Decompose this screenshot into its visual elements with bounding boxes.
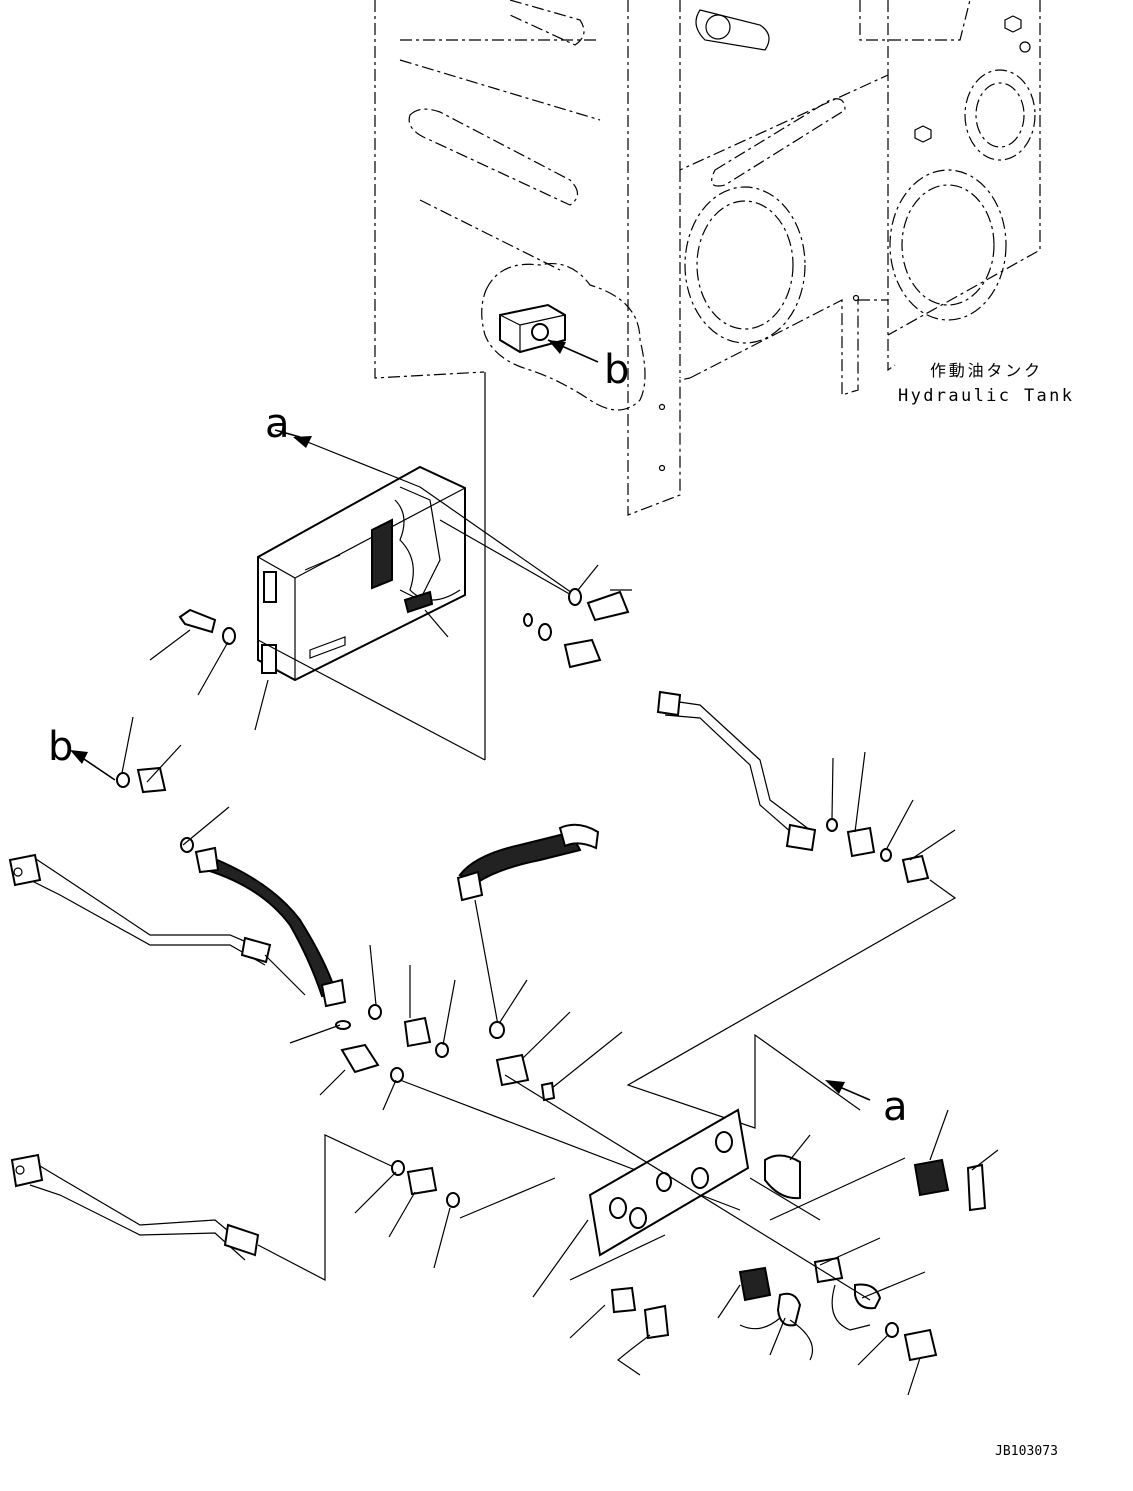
- tank-label-en: Hydraulic Tank: [898, 386, 1072, 406]
- ref-a-top: a: [265, 401, 290, 447]
- hydraulic-lines: [8, 690, 817, 1281]
- fittings-right-upper: [626, 751, 957, 1129]
- fittings-left: [70, 716, 741, 1269]
- ref-b-left: b: [48, 724, 73, 770]
- port-detail-bubble: [481, 263, 646, 411]
- ref-a-bottom: a: [883, 1084, 908, 1130]
- connector-plate: [459, 1074, 999, 1396]
- hydraulic-tank-outline: [374, 0, 1041, 516]
- bracket-bolts: [149, 564, 632, 731]
- tank-label-jp: 作動油タンク: [930, 361, 1040, 380]
- drawing-id: JB103073: [995, 1444, 1058, 1459]
- mounting-bracket: [257, 465, 466, 682]
- ref-b-top: b: [604, 347, 629, 393]
